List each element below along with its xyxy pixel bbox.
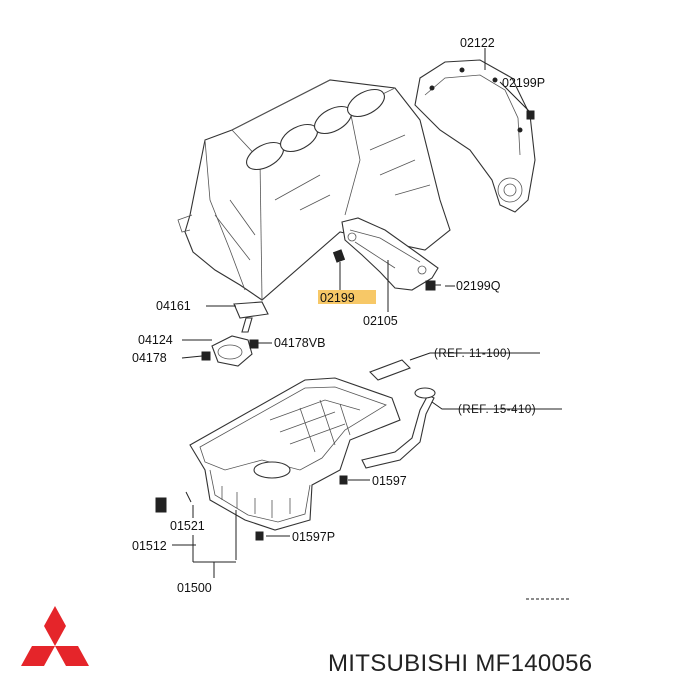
rear-plate	[414, 59, 536, 213]
label-02199Q: 02199Q	[456, 279, 501, 293]
brand-name: MITSUBISHI	[328, 650, 469, 677]
engine-block	[177, 79, 451, 301]
label-04178: 04178	[132, 351, 167, 365]
bolt-02199Q	[425, 280, 441, 291]
label-02199: 02199	[320, 291, 355, 305]
label-02122: 02122	[460, 36, 495, 50]
label-04124: 04124	[138, 333, 173, 347]
label-01521: 01521	[170, 519, 205, 533]
footer-caption: MITSUBISHI MF140056	[328, 650, 698, 678]
reference-labels: (REF. 11-100) (REF. 15-410)	[434, 348, 536, 416]
pan-bolts	[255, 475, 348, 541]
reference-1: (REF. 11-100)	[434, 348, 511, 360]
label-01597: 01597	[372, 474, 407, 488]
oil-strainer	[201, 301, 269, 367]
bolt-02199P	[526, 110, 535, 120]
label-01512: 01512	[132, 539, 167, 553]
oil-level-gauge-guide	[369, 359, 411, 381]
dipstick-tube	[361, 387, 436, 469]
part-number: MF140056	[475, 650, 593, 677]
bolt-02199	[332, 249, 346, 263]
oil-pan	[189, 377, 401, 531]
leader-lines	[172, 48, 562, 578]
drain-plug	[155, 491, 192, 513]
label-01500: 01500	[177, 581, 212, 595]
label-02105: 02105	[363, 314, 398, 328]
label-02199P: 02199P	[502, 76, 545, 90]
highlight-02199	[318, 290, 376, 304]
label-01597P: 01597P	[292, 530, 335, 544]
mitsubishi-logo	[21, 606, 89, 666]
label-04161: 04161	[156, 299, 191, 313]
reference-2: (REF. 15-410)	[458, 404, 536, 416]
label-04178VB: 04178VB	[274, 336, 325, 350]
part-labels: 02122 02199P 04161 02199 02199Q 02105 04…	[132, 36, 545, 595]
